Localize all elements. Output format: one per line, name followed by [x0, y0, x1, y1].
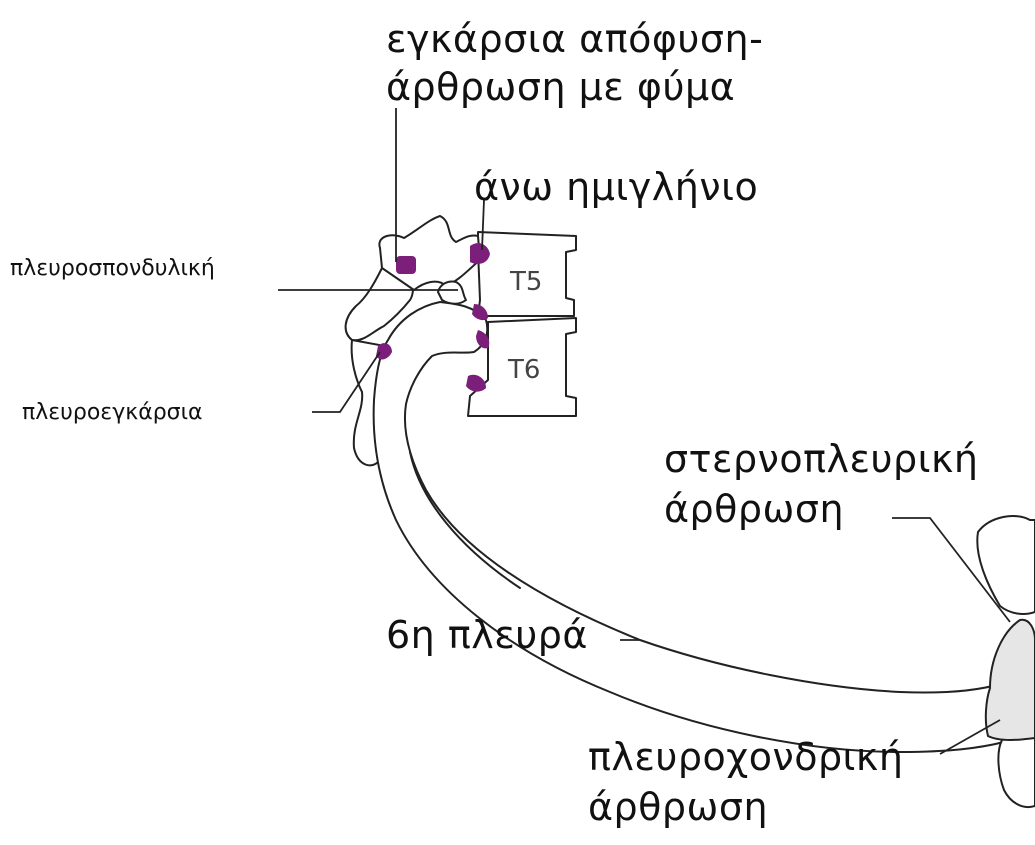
articular-process — [437, 280, 467, 305]
label-transverse-line1: εγκάρσια απόφυση- — [386, 17, 764, 61]
costotransverse-facet — [376, 343, 392, 360]
label-sternocostal-line2: άρθρωση — [664, 487, 845, 531]
t5-label: T5 — [509, 267, 542, 297]
t5-vertebral-body — [477, 231, 577, 317]
label-sixth-rib: 6η πλευρά — [386, 613, 588, 657]
label-sternocostal-line1: στερνοπλευρική — [664, 437, 979, 481]
label-costochondral-line1: πλευροχονδρική — [588, 735, 904, 779]
lower-demifacet — [466, 374, 486, 392]
sternum-lower — [997, 728, 1035, 808]
label-transverse-line2: άρθρωση με φύμα — [386, 65, 736, 109]
sixth-rib-outline — [372, 301, 1005, 753]
label-costochondral-line2: άρθρωση — [588, 785, 769, 829]
label-costotransverse: πλευροεγκάρσια — [22, 400, 203, 425]
transverse-facet — [396, 256, 416, 274]
label-upper-demifacet: άνω ημιγλήνιο — [474, 165, 759, 209]
leader-upper-demifacet — [481, 199, 485, 251]
upper-demifacet-mark — [470, 243, 490, 264]
label-costovertebral: πλευροσπονδυλική — [10, 256, 215, 281]
leader-costochondral — [939, 719, 1001, 755]
rib-inner-line — [409, 451, 521, 589]
posterior-elements — [344, 267, 415, 342]
costovertebral-facet-upper — [472, 304, 488, 321]
leader-costotransverse — [312, 351, 381, 413]
sternum-upper — [976, 515, 1035, 615]
costal-cartilage — [984, 618, 1035, 741]
t6-label: T6 — [507, 355, 540, 385]
leader-sternocostal — [892, 517, 1011, 623]
costovertebral-facet-lower — [476, 330, 490, 349]
